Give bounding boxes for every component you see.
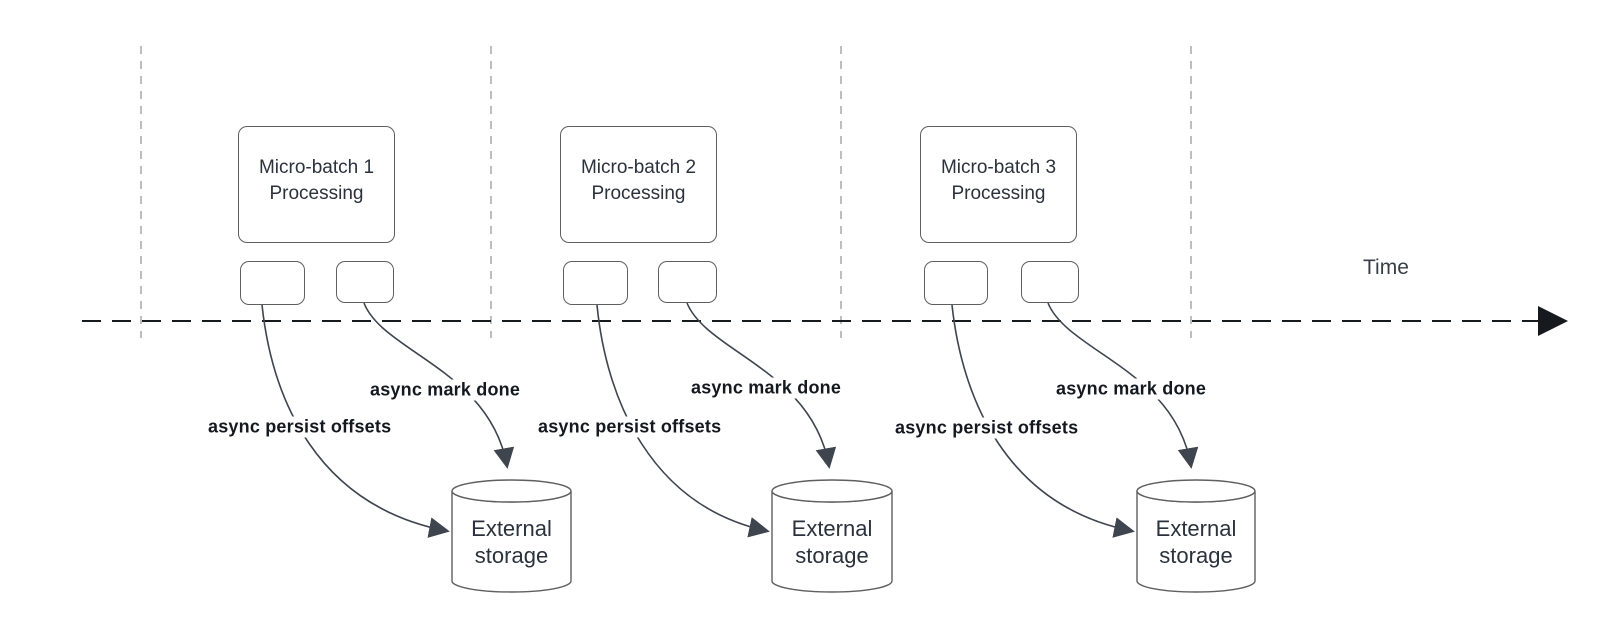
external-storage-label-1: External storage bbox=[471, 516, 552, 568]
external-storage-cylinder-3 bbox=[1136, 479, 1256, 593]
mark-done-arrow-2 bbox=[686, 302, 837, 469]
persist-offsets-arrow-1 bbox=[261, 304, 450, 538]
async-task-box-2-left bbox=[563, 261, 628, 305]
external-storage-label-3: External storage bbox=[1155, 516, 1237, 568]
time-label: Time bbox=[1363, 256, 1409, 279]
external-storage-cylinder-2 bbox=[771, 479, 893, 593]
mark-done-label-2: async mark done bbox=[688, 377, 845, 399]
async-task-box-1-right bbox=[336, 261, 394, 303]
persist-offsets-arrow-2 bbox=[596, 304, 770, 538]
micro-batch-box-3: Micro-batch 3 Processing bbox=[920, 126, 1077, 243]
persist-offsets-label-1: async persist offsets bbox=[205, 416, 395, 438]
async-task-box-3-right bbox=[1021, 261, 1079, 303]
external-storage-label-2: External storage bbox=[791, 516, 873, 568]
async-task-box-3-left bbox=[924, 261, 988, 305]
external-storage-cylinder-1 bbox=[451, 479, 572, 593]
persist-offsets-label-2: async persist offsets bbox=[535, 416, 725, 438]
micro-batch-box-1: Micro-batch 1 Processing bbox=[238, 126, 395, 243]
persist-offsets-arrow-3 bbox=[951, 304, 1135, 538]
mark-done-label-3: async mark done bbox=[1053, 378, 1210, 400]
micro-batch-box-2: Micro-batch 2 Processing bbox=[560, 126, 717, 243]
mark-done-arrow-1 bbox=[363, 302, 515, 469]
mark-done-label-1: async mark done bbox=[367, 379, 524, 401]
mark-done-arrow-3 bbox=[1047, 302, 1199, 469]
async-task-box-1-left bbox=[240, 261, 305, 305]
async-task-box-2-right bbox=[658, 261, 717, 303]
persist-offsets-label-3: async persist offsets bbox=[892, 417, 1082, 439]
